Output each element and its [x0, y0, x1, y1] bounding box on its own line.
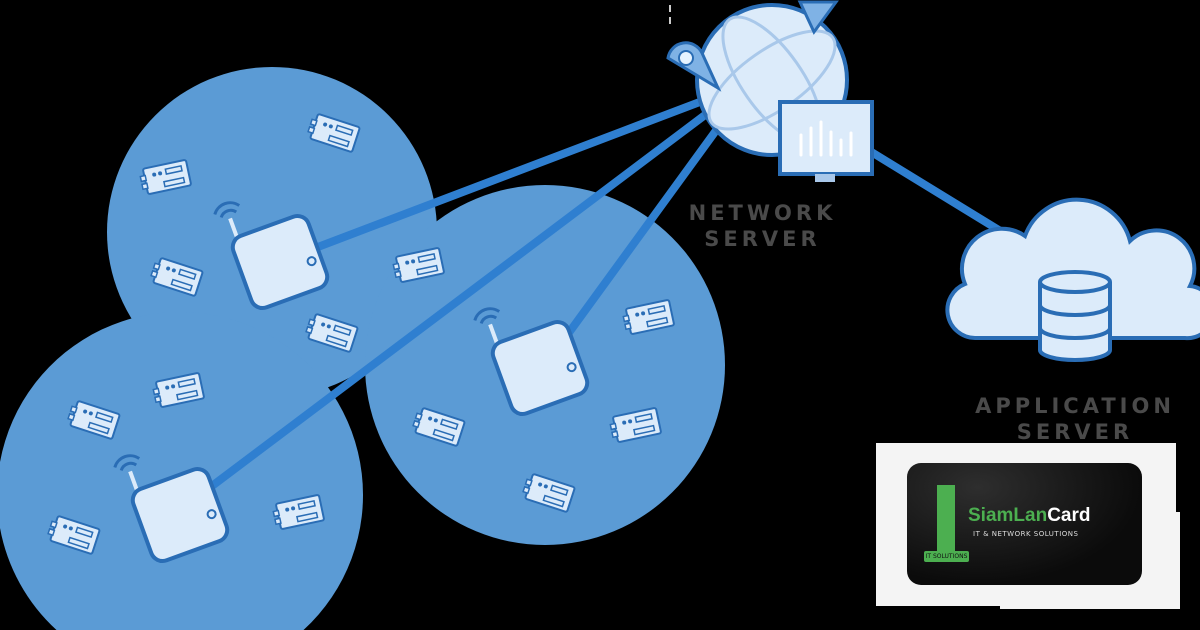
label-line: APPLICATION	[975, 394, 1175, 418]
network-server	[666, 0, 874, 182]
link-line	[856, 141, 1019, 244]
sensor-icon	[47, 515, 101, 555]
database-icon	[1038, 270, 1112, 362]
logo-tagline: IT & NETWORK SOLUTIONS	[973, 530, 1079, 538]
logo-badge: IT SOLUTIONS	[924, 551, 969, 562]
gateway-icon	[113, 454, 230, 564]
gateway-icon	[213, 201, 330, 311]
logo-brand: SiamLanCard	[968, 505, 1091, 527]
sensor-icon	[307, 113, 361, 153]
sensor-icon	[139, 159, 192, 195]
application-server	[945, 197, 1200, 362]
sensor-icon	[412, 407, 466, 447]
location-pin-icon	[797, 0, 839, 35]
brand-part1: SiamLan	[968, 505, 1048, 526]
label-line: NETWORK	[688, 201, 837, 225]
label-line: SERVER	[704, 227, 821, 251]
sensor-icon	[150, 257, 204, 297]
brand-part2: Card	[1047, 505, 1091, 526]
logo-bar	[937, 485, 955, 555]
sensor-icon	[522, 473, 576, 513]
cloud-icon	[945, 197, 1200, 341]
gateways	[113, 201, 590, 564]
network-server-label: NETWORK SERVER	[680, 200, 845, 252]
sensor-icon	[272, 494, 325, 530]
label-line: SERVER	[1016, 420, 1134, 444]
sensor-icon	[152, 372, 205, 408]
links	[196, 96, 1019, 499]
sensor-icon	[609, 407, 662, 443]
sensors	[47, 113, 675, 555]
link-line	[196, 111, 709, 499]
coverage-areas	[0, 67, 725, 630]
monitor-icon	[778, 100, 874, 182]
sensor-icon	[622, 299, 675, 335]
sensor-icon	[392, 247, 445, 283]
gateway-icon	[473, 307, 590, 417]
link-line	[556, 121, 724, 349]
sensor-icon	[305, 313, 359, 353]
sensor-icon	[67, 400, 121, 440]
application-server-label: APPLICATION SERVER	[965, 393, 1185, 445]
link-line	[306, 96, 709, 254]
